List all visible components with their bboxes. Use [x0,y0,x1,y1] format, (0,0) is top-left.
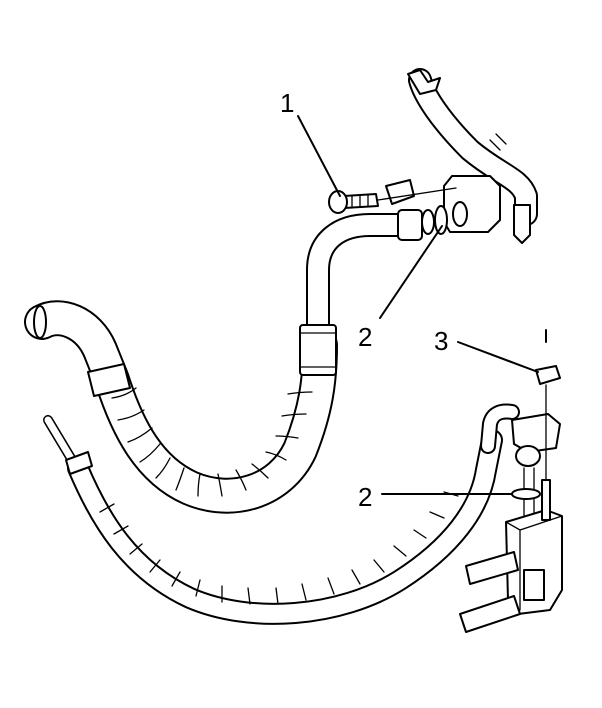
seal-ring-lower [511,488,541,500]
hose-end-cap [33,305,47,339]
suction-hose [24,300,338,514]
compressor-fitting-upper [385,68,538,244]
nut-3 [535,365,561,385]
callout-2-lower: 2 [358,482,372,512]
bracket-flange [385,179,415,205]
valve-port-side [523,569,545,601]
fitting-block-lower [511,413,561,453]
callout-1: 1 [280,88,294,118]
valve-port-lower [459,595,521,633]
hose-ferrule-upper [299,324,337,376]
bolt-1 [328,187,457,214]
fitting-block-upper [443,175,501,233]
lower-hose-ferrule [65,451,93,475]
pipe-end-cap [407,69,441,95]
discharge-hose [43,403,520,625]
hose-corrugations [111,387,313,497]
stud [541,479,551,521]
hose-corrugations-lower [99,491,459,605]
suction-tube [299,209,435,376]
leader-lines [297,115,539,495]
hose-ferrule-left [87,363,131,397]
seal-ring-upper-2 [452,201,468,227]
tube-end [421,209,435,235]
tube-collar [397,209,423,241]
seal-ring-upper [434,205,448,235]
callout-3: 3 [434,326,448,356]
pressure-port [513,204,531,244]
callout-2-upper: 2 [358,322,372,352]
valve-port-left [465,551,519,585]
